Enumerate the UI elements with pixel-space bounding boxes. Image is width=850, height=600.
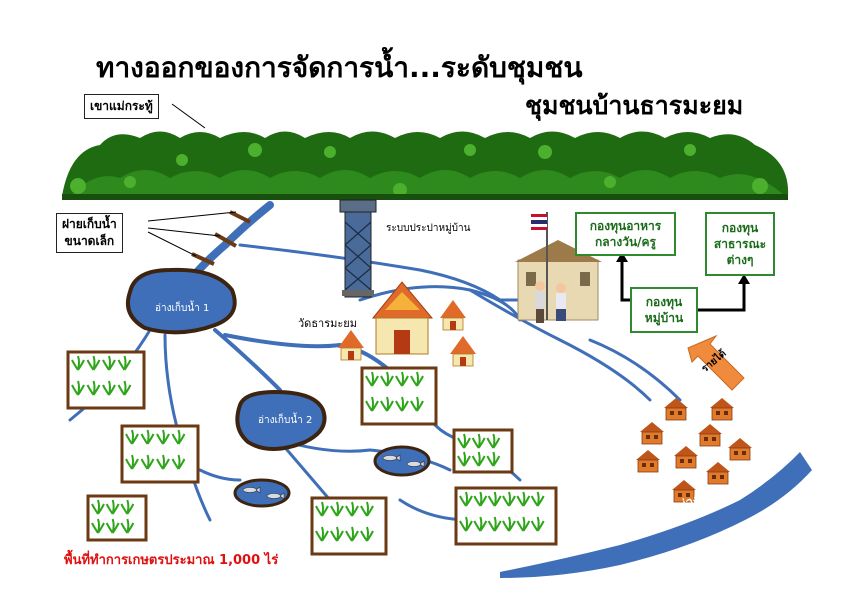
mountain-forest — [62, 131, 789, 200]
weir-label-line2: ขนาดเล็ก — [64, 234, 115, 248]
water-tower-label: ระบบประปาหมู่บ้าน — [386, 223, 471, 234]
reservoir-2 — [235, 389, 327, 451]
fund-lunch-box: กองทุนอาหาร กลางวัน/ครู — [575, 212, 676, 256]
river — [500, 452, 812, 578]
crop-fields — [66, 350, 558, 556]
income-arrow — [687, 334, 745, 391]
reservoir-1 — [125, 267, 237, 335]
community-name: ชุมชนบ้านธารมะยม — [525, 91, 744, 120]
fund-village-box: กองทุน หมู่บ้าน — [630, 287, 698, 333]
weir-label-line1: ฝายเก็บน้ำ — [62, 217, 117, 231]
weir-pointer-lines — [147, 103, 237, 257]
crop-field — [452, 428, 514, 474]
fish-pond-1 — [373, 445, 431, 477]
crop-field — [66, 350, 146, 410]
mountain-label: เขาแม่กระทู้ — [84, 94, 159, 119]
temple-label: วัดธารมะยม — [298, 317, 357, 330]
weir-label: ฝายเก็บน้ำ ขนาดเล็ก — [56, 213, 123, 253]
crop-field — [454, 486, 558, 546]
fish-pond-2 — [233, 478, 291, 508]
small-weirs — [191, 210, 251, 266]
crop-field — [360, 366, 438, 426]
crop-field — [310, 496, 388, 556]
village-houses — [635, 397, 753, 503]
crop-field — [86, 494, 148, 542]
farm-area-label: พื้นที่ทำการเกษตรประมาณ 1,000 ไร่ — [64, 553, 279, 568]
reservoir-2-label: อ่างเก็บน้ำ 2 — [258, 415, 313, 426]
school — [515, 212, 602, 323]
fund-public-box: กองทุน สาธารณะ ต่างๆ — [705, 212, 775, 276]
crop-field — [120, 424, 200, 484]
water-tower — [339, 199, 377, 298]
page-title: ทางออกของการจัดการน้ำ...ระดับชุมชน — [96, 51, 583, 84]
temple — [337, 281, 477, 367]
fund-flow-arrows — [620, 258, 746, 312]
reservoir-1-label: อ่างเก็บน้ำ 1 — [155, 303, 210, 314]
